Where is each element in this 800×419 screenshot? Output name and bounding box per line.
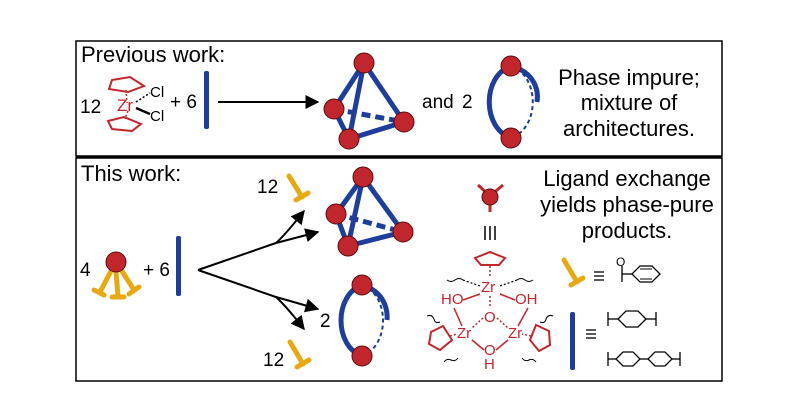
and-text: and xyxy=(422,92,454,113)
h-label: H xyxy=(484,356,495,373)
current-result-line-2: yields phase-pure xyxy=(540,192,714,217)
current-result-line-3: products. xyxy=(582,218,673,243)
zr-right-label: Zr xyxy=(508,325,522,342)
linker-bar-previous xyxy=(204,71,209,129)
coeff-2-previous: 2 xyxy=(462,92,473,113)
trizirconium-cluster-structure: Zr HO OH O Zr Zr O H xyxy=(426,250,554,373)
macrocycle-previous xyxy=(486,55,540,149)
macrocycle-product xyxy=(338,274,390,367)
zr-top-label: Zr xyxy=(481,279,495,296)
linker-bar-current xyxy=(176,236,181,296)
o-dot-1: O xyxy=(616,255,625,269)
previous-heading: Previous work: xyxy=(81,42,225,67)
coeff-2-current: 2 xyxy=(320,311,331,332)
coeff-12-bottom: 12 xyxy=(263,350,284,371)
cl-label-2: Cl xyxy=(150,108,164,125)
branching-reaction-arrows xyxy=(197,209,320,331)
tetrahedron-cage-previous xyxy=(323,52,415,150)
coeff-12-top: 12 xyxy=(257,177,278,198)
cl-label-1: Cl xyxy=(150,84,164,101)
ho-label: HO xyxy=(441,291,464,308)
cp-ring-top-icon xyxy=(107,75,147,94)
benzoate-pin-top-icon xyxy=(286,173,311,203)
o-center-label: O xyxy=(484,309,496,326)
this-work-heading: This work: xyxy=(81,161,181,186)
previous-result-line-3: architectures. xyxy=(563,116,695,141)
previous-result-line-2: mixture of xyxy=(581,90,678,115)
cluster-precursor-icon xyxy=(91,251,142,300)
triple-bar-equiv-vertical xyxy=(484,226,496,240)
plus-6-current: + 6 xyxy=(143,260,170,281)
benzoate-pin-bottom-icon xyxy=(287,339,312,370)
cluster-node-symbol-icon xyxy=(476,183,504,212)
cp-ring-bottom-icon xyxy=(106,115,143,133)
legend-benzoate: O xyxy=(561,255,661,288)
zr-left-label: Zr xyxy=(457,325,471,342)
previous-result-line-1: Phase impure; xyxy=(558,65,700,90)
tetrahedron-cage-product xyxy=(325,166,414,257)
oh-label: OH xyxy=(515,291,538,308)
zr-label: Zr xyxy=(117,96,133,115)
current-result-line-1: Ligand exchange xyxy=(543,166,711,191)
legend-dicarboxylate-linkers xyxy=(570,310,681,370)
coeff-4: 4 xyxy=(80,260,91,281)
zirconocene-dichloride-structure: 12 Zr Cl Cl xyxy=(80,75,164,133)
plus-6-previous: + 6 xyxy=(170,92,197,113)
o-bottom-label: O xyxy=(484,342,496,359)
coeff-12-left: 12 xyxy=(80,97,101,118)
